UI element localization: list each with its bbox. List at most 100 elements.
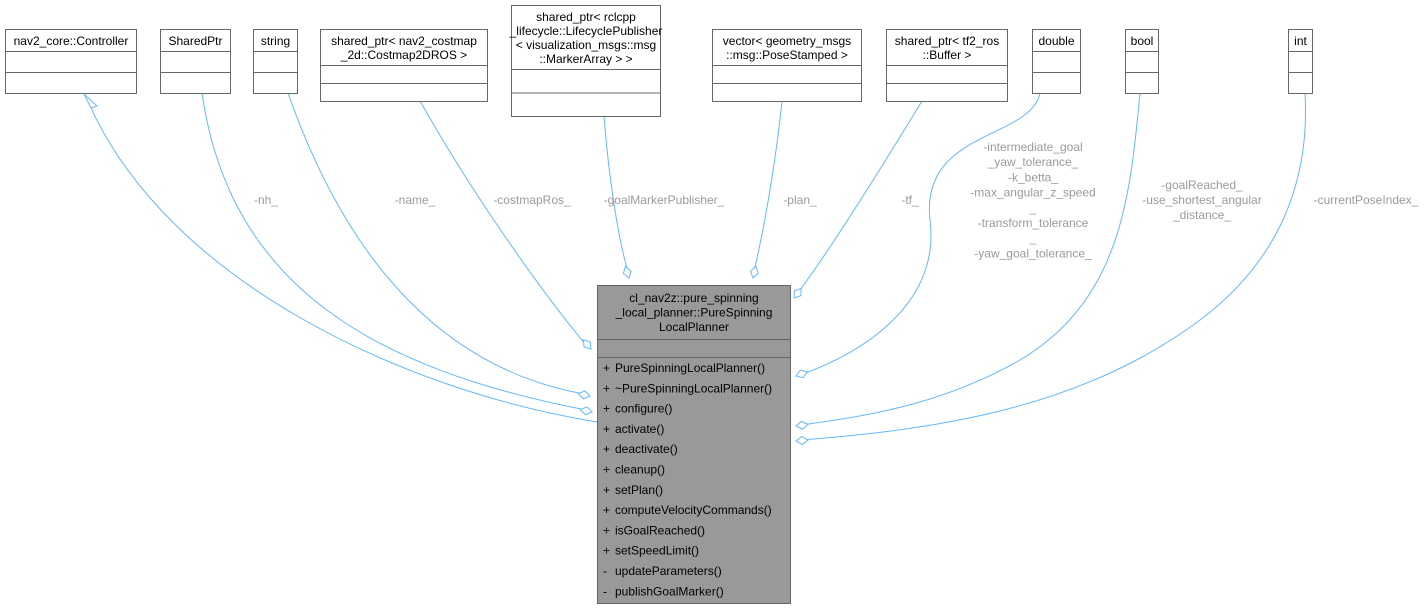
method-name: configure() (615, 402, 672, 416)
aggregation-diamond (577, 390, 591, 400)
method-name: cleanup() (615, 463, 665, 477)
edge-label-nh: -nh_ (254, 193, 278, 207)
class-box-title: _2d::Costmap2DROS > (340, 48, 467, 62)
edge-line (753, 100, 783, 272)
edge-publisher (603, 115, 632, 279)
edge-line (287, 92, 585, 395)
method-visibility: + (603, 442, 610, 456)
method-name: isGoalReached() (615, 523, 705, 537)
method-name: deactivate() (615, 442, 678, 456)
class-box-rect (1288, 29, 1313, 94)
method-visibility: - (603, 564, 607, 578)
edge-label-tf: -tf_ (901, 193, 919, 207)
class-box-sharedptr[interactable]: SharedPtr (160, 29, 231, 94)
method-visibility: + (603, 483, 610, 497)
edge-label-text: -name_ (395, 193, 436, 207)
aggregation-diamond (795, 369, 809, 379)
edge-label-text: -goalReached_ (1161, 178, 1243, 192)
edge-label-text: -use_shortest_angular (1142, 193, 1261, 207)
aggregation-diamond (622, 265, 632, 279)
method-name: publishGoalMarker() (615, 584, 724, 598)
class-box-title: bool (1131, 34, 1154, 48)
class-box-rect (1125, 29, 1159, 94)
edge-label-text: _yaw_tolerance_ (987, 155, 1079, 169)
method-visibility: + (603, 523, 610, 537)
method-visibility: + (603, 381, 610, 395)
edge-label-costmap: -costmapRos_ (493, 193, 571, 207)
main-class-title: LocalPlanner (659, 320, 729, 334)
edge-label-double: -intermediate_goal_yaw_tolerance_-k_bett… (970, 140, 1095, 260)
method-visibility: + (603, 402, 610, 416)
edge-line (796, 100, 923, 295)
method-name: setSpeedLimit() (615, 544, 699, 558)
class-box-rect (511, 5, 661, 117)
edge-label-text: _distance_ (1172, 208, 1231, 222)
class-box-title: _lifecycle::LifecyclePublisher (509, 24, 663, 38)
class-box-title: ::msg::PoseStamped > (726, 48, 848, 62)
edge-label-text: -k_betta_ (1008, 170, 1058, 184)
method-visibility: + (603, 503, 610, 517)
aggregation-diamond (795, 420, 809, 430)
edge-label-text: -transform_tolerance (978, 216, 1089, 230)
inheritance-arrow (83, 93, 98, 109)
edges (83, 92, 1307, 446)
class-box-pure-spinning-local-planner[interactable]: cl_nav2z::pure_spinning_local_planner::P… (597, 285, 791, 604)
aggregation-diamond (579, 406, 593, 416)
class-box-title: ::MarkerArray > > (539, 52, 632, 66)
class-box-title: vector< geometry_msgs (723, 34, 851, 48)
class-box-title: double (1038, 34, 1074, 48)
method-visibility: + (603, 463, 610, 477)
edge-label-name: -name_ (395, 193, 436, 207)
edge-label-text: -currentPoseIndex_ (1314, 193, 1419, 207)
class-box-vector[interactable]: vector< geometry_msgs::msg::PoseStamped … (712, 29, 862, 102)
class-box-rect (160, 29, 231, 94)
main-class-rect (597, 285, 791, 604)
aggregation-diamond (749, 265, 759, 279)
class-box-costmap[interactable]: shared_ptr< nav2_costmap_2d::Costmap2DRO… (320, 29, 488, 102)
main-class-title: cl_nav2z::pure_spinning (629, 291, 758, 305)
class-box-rect (5, 29, 137, 94)
edge-line (799, 92, 1041, 376)
class-box-publisher[interactable]: shared_ptr< rclcpp_lifecycle::LifecycleP… (509, 5, 663, 117)
class-box-bool[interactable]: bool (1125, 29, 1159, 94)
edge-label-text: -nh_ (254, 193, 278, 207)
class-box-string[interactable]: string (253, 29, 298, 94)
edge-controller (83, 93, 598, 423)
edge-label-text: -intermediate_goal (983, 140, 1082, 154)
aggregation-diamond (582, 339, 592, 350)
edge-line (799, 92, 1141, 426)
class-box-rect (253, 29, 298, 94)
class-box-double[interactable]: double (1032, 29, 1081, 94)
edge-line (201, 92, 587, 411)
aggregation-diamond (795, 435, 809, 446)
method-name: ~PureSpinningLocalPlanner() (615, 381, 772, 395)
method-name: activate() (615, 422, 664, 436)
edge-vector (749, 100, 783, 279)
edge-line (419, 100, 587, 346)
edge-bool (795, 92, 1141, 430)
edge-line (90, 107, 598, 423)
edge-tfbuffer (793, 100, 923, 299)
class-box-tfbuffer[interactable]: shared_ptr< tf2_ros::Buffer > (886, 29, 1008, 102)
class-box-rect (1032, 29, 1081, 94)
edge-labels: -nh_ -name_ -costmapRos_ -goalMarkerPublish… (254, 140, 1419, 260)
edge-string (287, 92, 591, 400)
class-box-title: ::Buffer > (923, 48, 972, 62)
class-box-title: SharedPtr (168, 34, 222, 48)
edge-label-text: -plan_ (783, 193, 817, 207)
main-class: cl_nav2z::pure_spinning_local_planner::P… (597, 285, 791, 604)
edge-label-publisher: -goalMarkerPublisher_ (604, 193, 725, 207)
edge-label-text: -max_angular_z_speed (970, 186, 1095, 200)
class-box-controller[interactable]: nav2_core::Controller (5, 29, 137, 94)
class-box-title: string (261, 34, 290, 48)
method-name: updateParameters() (615, 564, 722, 578)
edge-label-int: -currentPoseIndex_ (1314, 193, 1419, 207)
class-box-title: < visualization_msgs::msg (516, 38, 656, 52)
edge-label-text: _ (1029, 231, 1037, 245)
class-box-title: shared_ptr< tf2_ros (895, 34, 999, 48)
edge-costmap (419, 100, 592, 350)
edge-label-text: -tf_ (901, 193, 919, 207)
edge-line (799, 92, 1307, 441)
class-box-int[interactable]: int (1288, 29, 1313, 94)
